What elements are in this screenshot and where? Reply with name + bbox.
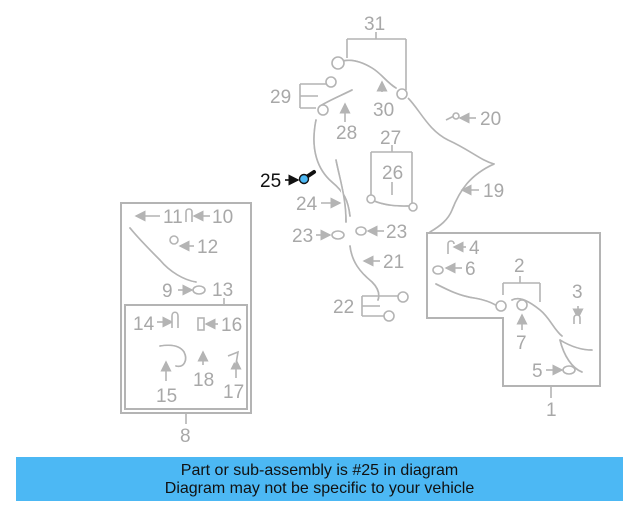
callout-14: 14 [133,314,155,335]
right-assembly-box [426,232,601,398]
callout-29: 29 [270,87,291,108]
callout-12: 12 [197,237,218,258]
callout-16: 16 [221,315,242,336]
callout-30: 30 [373,100,394,121]
center-parts [316,197,409,322]
callout-13: 13 [212,280,233,301]
callout-5: 5 [532,361,543,382]
upper-hose-group [299,32,408,223]
callout-17: 17 [223,382,244,403]
callout-21: 21 [383,252,404,273]
banner-line-2: Diagram may not be specific to your vehi… [164,480,475,497]
callout-24: 24 [296,194,318,215]
callout-31: 31 [364,14,385,35]
callout-15: 15 [156,386,177,407]
callout-10: 10 [212,207,233,228]
callout-28: 28 [336,123,357,144]
callout-6: 6 [465,259,476,280]
callout-1: 1 [546,400,557,421]
callout-20: 20 [480,109,501,130]
bolt-20 [445,112,476,124]
pipe-19 [407,97,495,233]
part-25-highlighted[interactable] [285,170,316,186]
callout-22: 22 [333,297,354,318]
callout-4: 4 [469,238,480,259]
callout-9: 9 [162,281,173,302]
callout-3: 3 [572,282,583,303]
callout-25: 25 [260,171,281,192]
callout-11: 11 [163,207,183,228]
info-banner: Part or sub-assembly is #25 in diagram D… [16,457,623,501]
left-assembly-box [120,202,252,424]
callout-labels: 31 30 29 28 27 26 20 19 25 24 23 23 21 2… [133,14,583,447]
callout-27: 27 [380,128,401,149]
callout-23-right: 23 [386,222,407,243]
callout-23-left: 23 [292,226,313,247]
callout-19: 19 [483,181,504,202]
callout-18: 18 [193,370,214,391]
callout-7: 7 [516,333,527,354]
bracket-27-26 [366,145,418,212]
callout-2: 2 [514,256,525,277]
banner-line-1: Part or sub-assembly is #25 in diagram [180,462,459,479]
callout-26: 26 [382,163,403,184]
callout-8: 8 [180,426,191,447]
